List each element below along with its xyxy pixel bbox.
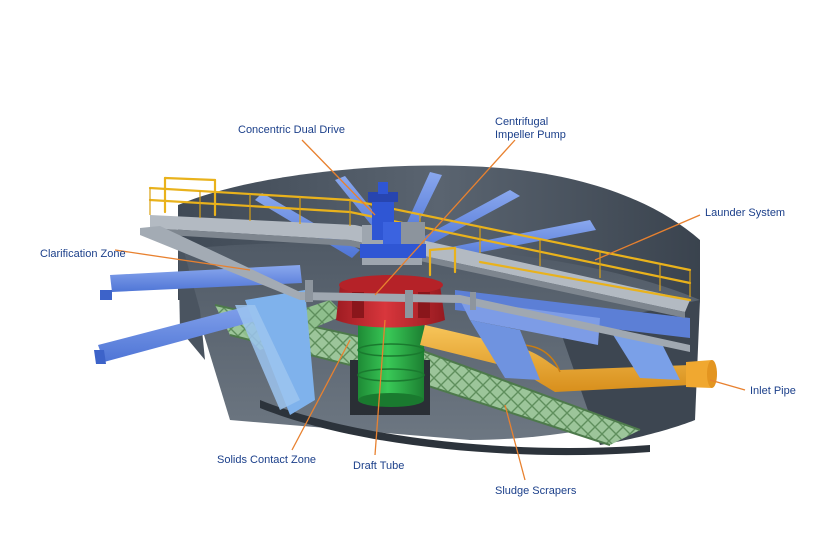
label-inlet-pipe: Inlet Pipe xyxy=(750,385,796,397)
label-centrifugal-line1: Centrifugal xyxy=(495,116,548,128)
bridge-walkway xyxy=(140,176,692,352)
label-sludge-scrapers: Sludge Scrapers xyxy=(495,485,577,497)
label-solids-contact-zone: Solids Contact Zone xyxy=(217,454,316,466)
dual-drive-unit xyxy=(360,182,426,265)
label-clarification-zone: Clarification Zone xyxy=(40,248,126,260)
leader-lines xyxy=(114,139,746,481)
draft-tube-shape xyxy=(357,315,425,407)
label-draft-tube: Draft Tube xyxy=(353,460,404,472)
label-centrifugal-line2: Impeller Pump xyxy=(495,129,566,141)
label-centrifugal-impeller-pump: Centrifugal Impeller Pump xyxy=(495,116,566,141)
label-launder-system: Launder System xyxy=(705,207,785,219)
label-concentric-dual-drive: Concentric Dual Drive xyxy=(238,124,345,136)
launder-arms xyxy=(94,172,690,415)
